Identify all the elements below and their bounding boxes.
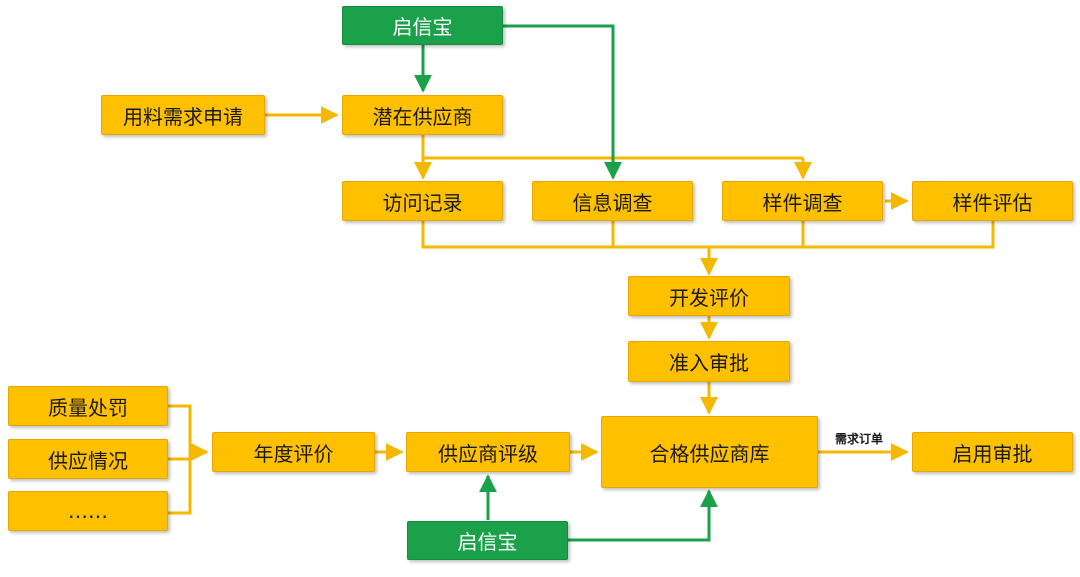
node-sample-eval: 样件评估 <box>912 181 1073 221</box>
edge-label-demand-order: 需求订单 <box>835 432 884 446</box>
node-dev-eval: 开发评价 <box>628 276 790 316</box>
node-sample-survey: 样件调查 <box>722 181 883 221</box>
node-annual-eval: 年度评价 <box>212 432 375 472</box>
node-visit-record: 访问记录 <box>342 181 503 221</box>
node-quality-penalty: 质量处罚 <box>8 386 168 426</box>
node-info-survey: 信息调查 <box>532 181 693 221</box>
node-potential-supplier: 潜在供应商 <box>342 95 503 135</box>
node-material-demand: 用料需求申请 <box>101 95 265 135</box>
node-ellipsis: …… <box>8 491 168 531</box>
node-enable-approval: 启用审批 <box>912 432 1073 472</box>
node-qixinbao-top: 启信宝 <box>342 6 503 45</box>
node-supplier-rating: 供应商评级 <box>406 432 570 472</box>
node-supply-status: 供应情况 <box>8 439 168 479</box>
node-qixinbao-bottom: 启信宝 <box>407 521 568 560</box>
edge-qxb2-to-library <box>568 489 718 542</box>
edge-qxb-to-info <box>503 24 622 180</box>
node-admission-approval: 准入审批 <box>628 341 790 382</box>
node-qualified-library: 合格供应商库 <box>601 416 818 488</box>
edge-merge-row <box>421 221 995 249</box>
